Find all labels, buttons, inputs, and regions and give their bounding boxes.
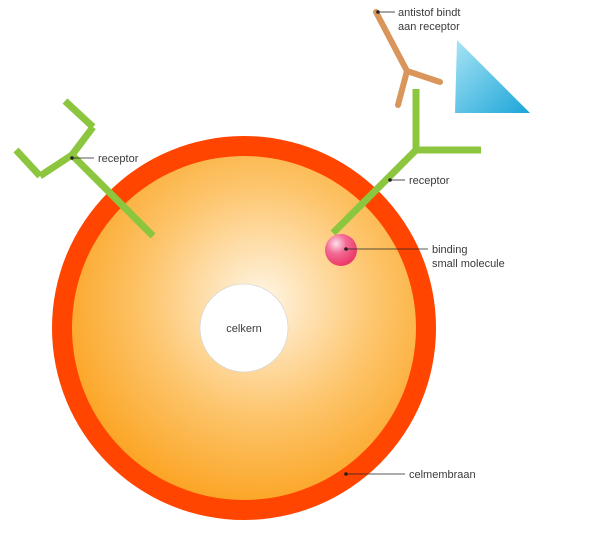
leader-lines — [72, 11, 428, 475]
receptor-right-label: receptor — [409, 175, 450, 187]
nucleus-label: celkern — [226, 323, 261, 335]
antigen-triangle — [455, 40, 530, 113]
antibody-label-line2: aan receptor — [398, 21, 460, 33]
nucleus — [199, 283, 289, 373]
receptor-left-label: receptor — [98, 153, 139, 165]
small-molecule-label-line1: binding — [432, 244, 467, 256]
small-molecule — [325, 234, 357, 266]
membrane-label: celmembraan — [409, 469, 476, 481]
leader-dots — [70, 10, 392, 476]
antibody-label-line1: antistof bindt — [398, 7, 460, 19]
antibody — [373, 9, 443, 108]
receptor-right — [330, 89, 481, 236]
small-molecule-label-line2: small molecule — [432, 258, 505, 270]
receptor-left — [13, 98, 156, 239]
